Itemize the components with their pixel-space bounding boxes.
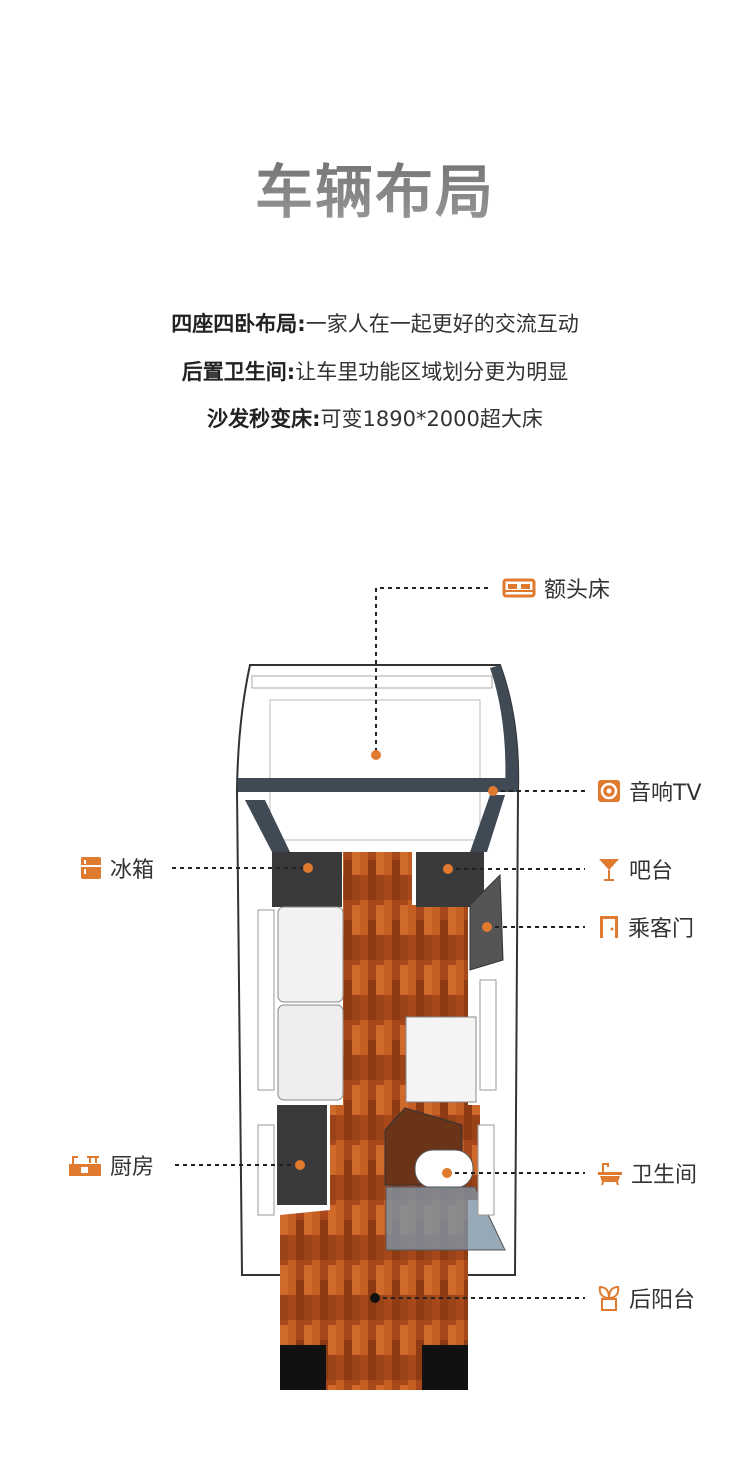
sofa-seat-1 <box>277 906 344 1003</box>
leader-lines <box>172 587 585 1299</box>
label-overhead-bed: 额头床 <box>502 572 610 604</box>
label-fridge: 冰箱 <box>80 852 154 884</box>
rear-right-wheel <box>422 1345 468 1390</box>
overhead-bed-frame <box>251 675 493 689</box>
feature-line-2: 后置卫生间:让车里功能区域划分更为明显 <box>0 356 750 386</box>
label-text: 冰箱 <box>110 858 155 883</box>
bed-icon <box>502 578 536 598</box>
van-cab-edge <box>490 665 519 790</box>
kitchen-counter <box>277 1105 327 1205</box>
sofa-seat-2 <box>277 1004 344 1101</box>
kitchen-window <box>257 1124 275 1216</box>
label-text: 音响TV <box>629 781 702 806</box>
feature-key: 沙发秒变床: <box>207 407 321 431</box>
wood-floor <box>280 852 480 1390</box>
feature-key: 后置卫生间: <box>181 360 296 384</box>
left-strut <box>245 800 290 852</box>
overhead-bed <box>269 699 481 841</box>
fridge-icon <box>81 857 101 879</box>
right-window <box>479 979 497 1091</box>
door-icon <box>600 916 618 938</box>
feature-line-1: 四座四卧布局:一家人在一起更好的交流互动 <box>0 308 750 338</box>
cocktail-icon <box>599 859 619 881</box>
plant-icon <box>598 1285 620 1311</box>
bathroom-glass <box>385 1186 506 1251</box>
label-text: 吧台 <box>629 859 674 884</box>
feature-key: 四座四卧布局: <box>171 312 306 336</box>
rear-left-wheel <box>280 1345 326 1390</box>
feature-text: 一家人在一起更好的交流互动 <box>305 312 579 336</box>
feature-line-3: 沙发秒变床:可变1890*2000超大床 <box>0 403 750 433</box>
right-seat <box>405 1016 477 1103</box>
label-text: 卫生间 <box>631 1163 698 1188</box>
feature-text: 可变1890*2000超大床 <box>320 407 543 431</box>
bathroom-window <box>477 1124 495 1216</box>
label-kitchen: 厨房 <box>68 1149 154 1181</box>
kitchen-icon <box>69 1156 101 1176</box>
label-door: 乘客门 <box>598 911 694 943</box>
feature-text: 让车里功能区域划分更为明显 <box>295 360 569 384</box>
fridge-cabinet <box>272 852 342 907</box>
label-text: 厨房 <box>110 1155 155 1180</box>
left-window <box>257 909 275 1091</box>
bathtub-icon <box>598 1163 622 1186</box>
label-bathroom: 卫生间 <box>597 1157 697 1189</box>
label-balcony: 后阳台 <box>597 1282 695 1314</box>
label-text: 额头床 <box>544 578 611 603</box>
speaker-icon <box>598 780 620 802</box>
marker-dots <box>295 750 498 1303</box>
cab-beam <box>238 778 518 792</box>
label-bar: 吧台 <box>597 853 673 885</box>
label-audio-tv: 音响TV <box>597 775 702 807</box>
label-text: 后阳台 <box>629 1288 696 1313</box>
right-strut <box>470 795 505 852</box>
bar-cabinet <box>416 852 484 907</box>
label-text: 乘客门 <box>628 917 695 942</box>
page-title: 车辆布局 <box>0 145 750 229</box>
